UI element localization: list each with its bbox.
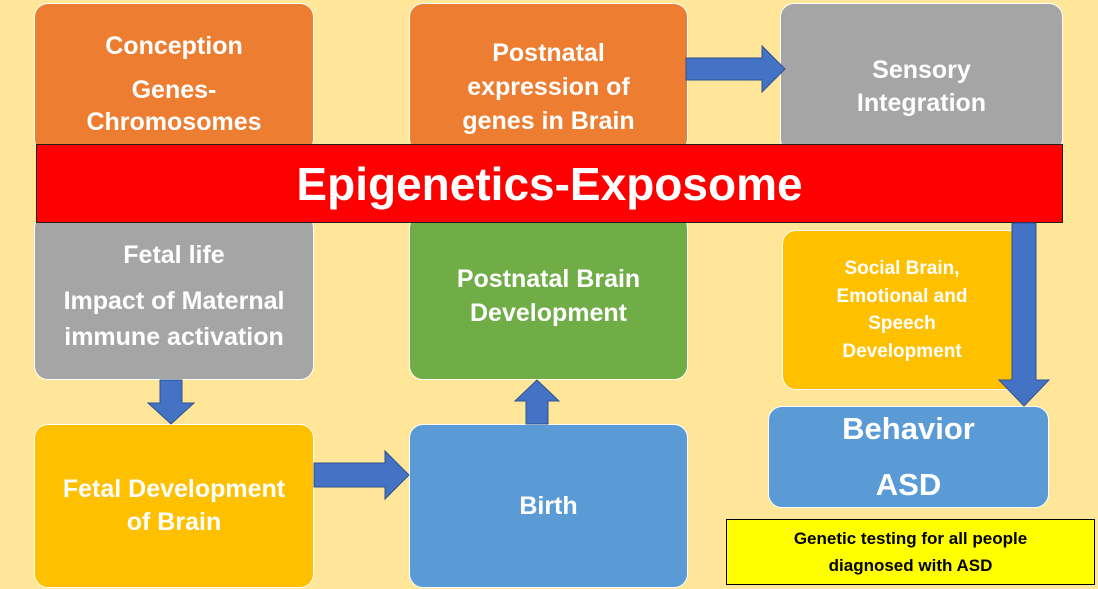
postnatal-expression-line-3: genes in Brain bbox=[462, 107, 635, 135]
social-brain-line-4: Development bbox=[842, 340, 962, 362]
note-line-2: diagnosed with ASD bbox=[828, 556, 993, 575]
fetal-development-box: Fetal Development of Brain bbox=[34, 424, 314, 588]
sensory-integration-line-2: Integration bbox=[856, 89, 987, 117]
conception-line-2: Genes- bbox=[131, 76, 217, 104]
behavior-line-1: Behavior bbox=[842, 411, 975, 446]
behavior-line-2: ASD bbox=[875, 467, 942, 502]
postnatal-brain-line-2: Development bbox=[470, 299, 627, 327]
conception-box: Conception Genes- Chromosomes bbox=[34, 3, 314, 153]
birth-label: Birth bbox=[519, 491, 578, 520]
postnatal-expression-box: Postnatal expression of genes in Brain bbox=[409, 3, 688, 153]
epigenetics-banner: Epigenetics-Exposome bbox=[36, 144, 1063, 223]
conception-line-3: Chromosomes bbox=[86, 108, 262, 136]
social-brain-line-2: Emotional and bbox=[836, 285, 968, 307]
social-brain-line-3: Speech bbox=[868, 313, 936, 334]
postnatal-brain-line-1: Postnatal Brain bbox=[456, 265, 641, 293]
arrow-birth-up bbox=[513, 379, 561, 425]
postnatal-expression-line-2: expression of bbox=[467, 73, 630, 101]
social-brain-box: Social Brain, Emotional and Speech Devel… bbox=[782, 230, 1022, 390]
sensory-integration-line-1: Sensory bbox=[872, 56, 971, 84]
conception-line-1: Conception bbox=[105, 32, 243, 60]
arrow-fetal-life-down bbox=[146, 379, 196, 425]
arrow-fetal-dev-to-birth bbox=[313, 449, 410, 501]
fetal-development-line-2: of Brain bbox=[126, 508, 222, 536]
postnatal-expression-line-1: Postnatal bbox=[492, 39, 605, 67]
arrow-sensory-down bbox=[997, 222, 1051, 407]
social-brain-line-1: Social Brain, bbox=[844, 258, 960, 279]
birth-box: Birth bbox=[409, 424, 688, 588]
banner-label: Epigenetics-Exposome bbox=[296, 157, 803, 210]
genetic-testing-note: Genetic testing for all people diagnosed… bbox=[726, 519, 1095, 585]
fetal-development-line-1: Fetal Development bbox=[62, 475, 286, 503]
fetal-life-line-2: Impact of Maternal bbox=[63, 287, 285, 315]
fetal-life-line-3: immune activation bbox=[64, 323, 284, 351]
fetal-life-box: Fetal life Impact of Maternal immune act… bbox=[34, 214, 314, 380]
postnatal-brain-box: Postnatal Brain Development bbox=[409, 214, 688, 380]
fetal-life-line-1: Fetal life bbox=[123, 241, 225, 269]
behavior-box: Behavior ASD bbox=[768, 406, 1049, 508]
note-line-1: Genetic testing for all people bbox=[793, 529, 1028, 548]
arrow-expression-to-sensory bbox=[685, 44, 786, 94]
